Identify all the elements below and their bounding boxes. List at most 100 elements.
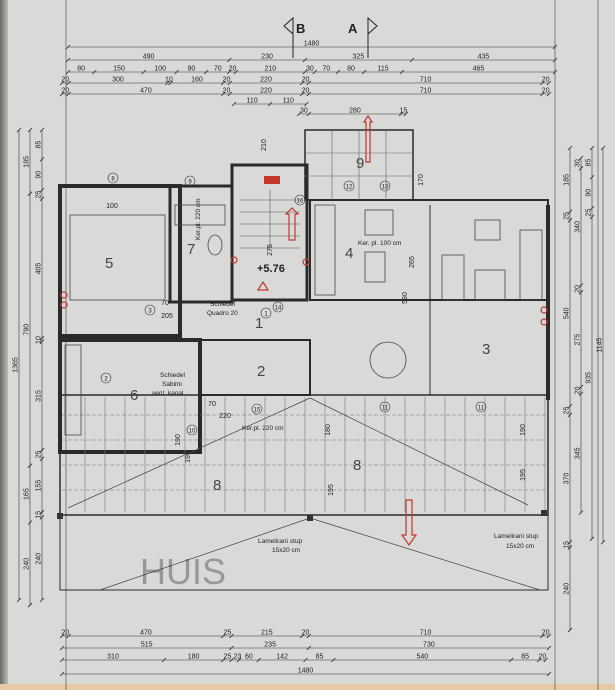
dimension-label: 23 (234, 654, 242, 661)
dimension-tick (540, 633, 545, 639)
roof-diagonals (67, 397, 541, 591)
dimension-tick (165, 80, 170, 86)
dimension-label: 85 (316, 654, 324, 661)
inner-dimension-label: 190 (520, 424, 527, 436)
dimension-tick (589, 174, 595, 180)
dimension-label: 325 (353, 54, 365, 61)
dimension-tick (578, 283, 584, 288)
dimension-label: 25 (564, 212, 571, 220)
dimension-tick (39, 156, 45, 162)
dimension-label: 470 (140, 630, 152, 637)
dimension-tick (578, 391, 584, 397)
dimension-label: 20 (302, 88, 310, 95)
dimension-tick (403, 111, 409, 117)
inner-dimension-label: 190 (175, 434, 182, 446)
dimension-tick (578, 510, 584, 515)
room-8-label: 8 (213, 477, 221, 494)
dimension-tick (567, 412, 573, 418)
room-5-label: 5 (105, 255, 113, 272)
detail-marker (343, 180, 355, 192)
dimension-label: 70 (322, 66, 330, 73)
dimension-label: 85 (521, 654, 529, 661)
dimension-tick (299, 80, 305, 86)
room-2-label: 2 (257, 363, 265, 380)
dimension-tick (227, 91, 233, 97)
dimension-tick (39, 127, 45, 133)
inner-dimension-label: 180 (325, 424, 332, 436)
dimension-tick (229, 633, 234, 639)
dimension-tick (220, 91, 226, 97)
dimension-tick (331, 657, 336, 663)
dimension-tick (59, 91, 65, 97)
walls (58, 129, 550, 591)
dimension-tick (589, 536, 595, 542)
dimension-label: 275 (575, 334, 582, 346)
inner-dimension-label: 170 (418, 174, 425, 186)
dimension-label: 370 (564, 473, 571, 485)
dimension-tick (141, 69, 146, 75)
dimension-label: 80 (77, 66, 85, 73)
dimension-label: 210 (265, 66, 277, 73)
bathtub (174, 204, 226, 226)
column-note: Lamelirani stup (258, 538, 302, 545)
dimension-label: 110 (283, 98, 294, 105)
dimension-tick (59, 645, 65, 651)
dimension-label: 10 (36, 336, 43, 344)
detail-marker-label: 14 (275, 305, 282, 311)
dimension-label: 100 (154, 66, 166, 73)
dimension-label: 540 (564, 307, 571, 319)
dimension-label: 20 (542, 88, 550, 95)
dimension-label: 20 (302, 77, 310, 84)
dimension-tick (508, 657, 514, 663)
dimension-label: 30 (575, 159, 582, 167)
dimension-label: 90 (187, 66, 195, 73)
dimension-label: 25 (36, 451, 43, 459)
dimension-label: 1480 (298, 668, 314, 675)
dimension-tick (236, 657, 242, 663)
dimension-tick (39, 196, 45, 202)
kitchen-sink (364, 251, 386, 283)
room-4-label: 4 (345, 245, 353, 262)
detail-marker (100, 372, 112, 384)
dimension-label: 1145 (597, 337, 604, 352)
dimension-label: 235 (264, 642, 276, 649)
dimension-label: 20 (539, 654, 547, 661)
dimension-tick (65, 44, 71, 50)
dimension-label: 60 (245, 654, 253, 661)
detail-marker (475, 401, 487, 413)
dimension-tick (65, 57, 71, 63)
detail-marker-label: 11 (478, 405, 485, 411)
dimension-tick (335, 69, 341, 75)
dimension-tick (589, 205, 595, 211)
dimension-tick (398, 111, 404, 117)
patio-tile-grid (305, 130, 413, 200)
dimension-tick (59, 657, 65, 663)
inner-dimension-label: 190 (185, 451, 192, 463)
dimension-label: 85 (586, 159, 593, 167)
detail-marker (272, 301, 284, 313)
dimension-label: 405 (36, 263, 43, 275)
dimension-tick (306, 633, 312, 639)
dimension-tick (302, 69, 308, 75)
column-note: Lamelirani stup (494, 533, 538, 540)
sink (207, 234, 223, 256)
dimension-label: 540 (416, 654, 428, 661)
dimension-tick (399, 69, 405, 75)
dimension-tick (203, 69, 209, 75)
dimension-label: 110 (247, 98, 258, 105)
dimension-tick (39, 456, 45, 462)
detail-marker-label: 9 (188, 179, 192, 185)
dimension-tick (536, 657, 542, 663)
dimension-tick (65, 69, 71, 75)
dimension-label: 30 (306, 66, 314, 73)
dimension-label: 90 (36, 171, 43, 179)
dimension-label: 180 (188, 654, 200, 661)
terrace-pergola-grid (62, 397, 546, 512)
dimension-label: 300 (112, 77, 124, 84)
dimension-label: 490 (143, 54, 155, 61)
dimension-tick (578, 290, 584, 295)
dimension-label: 15 (564, 541, 571, 549)
dimension-label: 25 (586, 209, 593, 217)
dimension-tick (296, 111, 302, 117)
